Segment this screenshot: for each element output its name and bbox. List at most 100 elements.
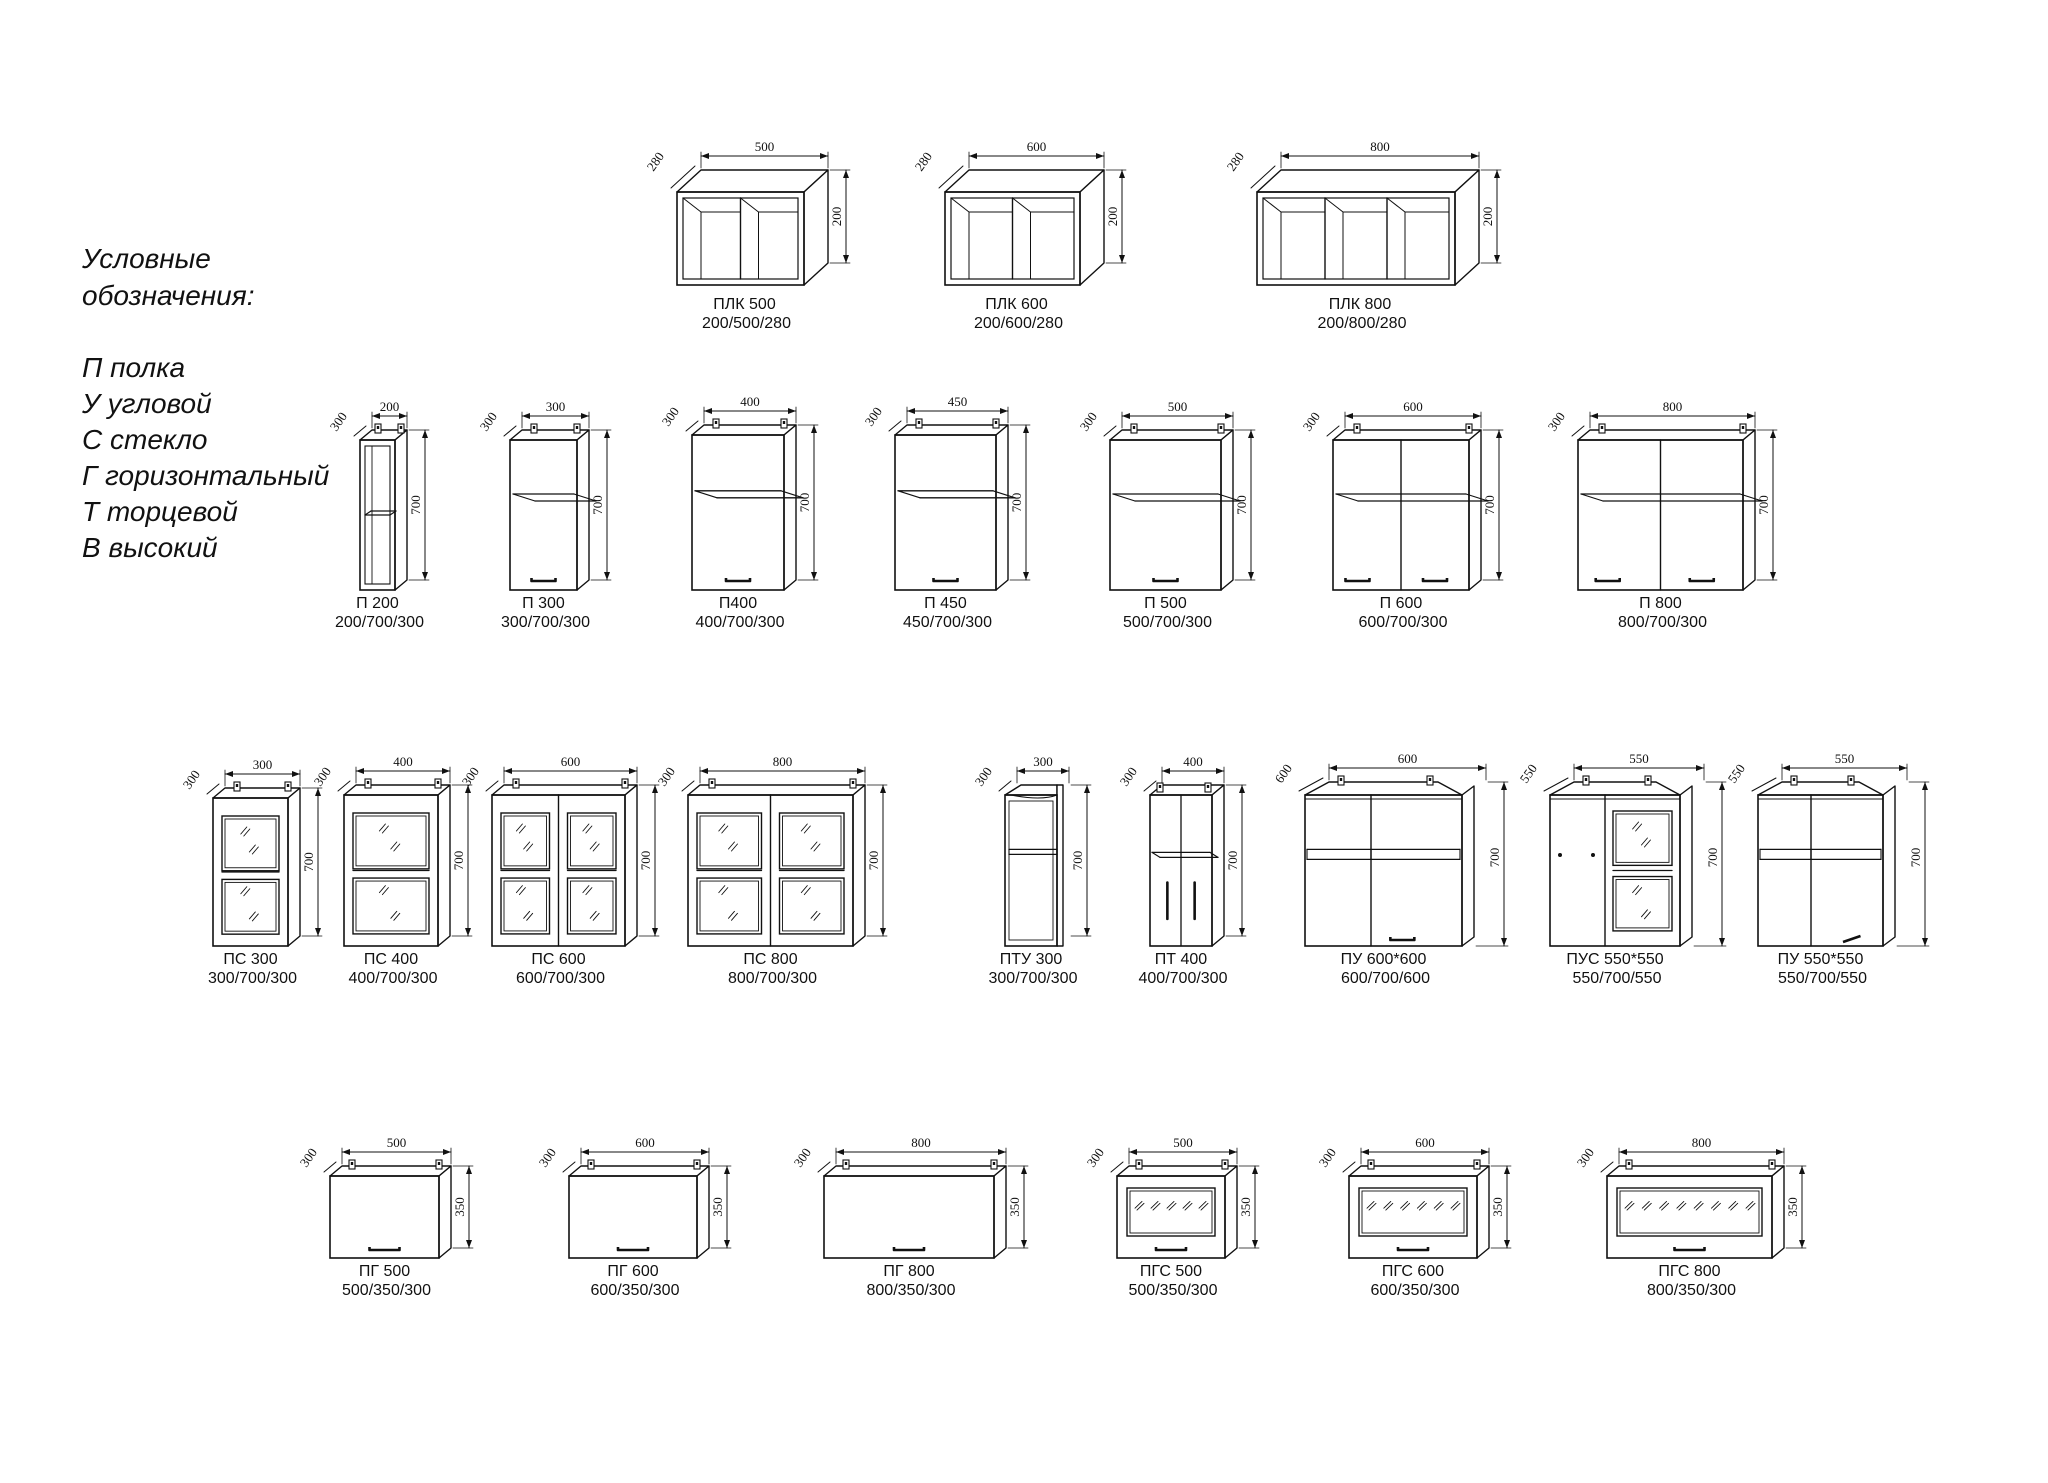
- width-dimension: 800: [911, 1135, 931, 1150]
- bracket-hole: [1137, 1162, 1141, 1165]
- dimension-arrow: [292, 771, 300, 777]
- dimension-arrow: [701, 1149, 709, 1155]
- dimension-arrow: [465, 785, 471, 793]
- bracket-hole: [695, 1162, 699, 1165]
- side-face: [783, 424, 797, 591]
- handle-icon: [530, 578, 557, 583]
- glass-reflection: [592, 843, 600, 852]
- dimension-arrow: [701, 153, 709, 159]
- glass-reflection: [515, 823, 523, 832]
- cabinet-size: 300/700/300: [208, 970, 297, 987]
- cabinet-size: 450/700/300: [903, 614, 992, 631]
- glass-pane: [778, 812, 845, 870]
- glass-pane: [352, 877, 430, 935]
- cabinet-code: ПТУ 300: [1000, 951, 1063, 968]
- cabinet-size: 500/700/300: [1123, 614, 1212, 631]
- dimension-line: [1571, 425, 1585, 437]
- dimension-line: [323, 1161, 337, 1173]
- dimension-arrow: [629, 768, 637, 774]
- front-face: [1757, 794, 1884, 947]
- top-face: [944, 169, 1105, 193]
- width-dimension: 600: [1027, 139, 1047, 154]
- shelf-line: [1335, 493, 1359, 502]
- cabinet-size: 500/350/300: [1129, 1282, 1218, 1299]
- depth-dimension: 300: [1117, 764, 1140, 789]
- dimension-arrow: [1776, 1149, 1784, 1155]
- cabinet-size: 800/350/300: [867, 1282, 956, 1299]
- cabinet-code: ПЛК 600: [985, 296, 1048, 313]
- glass-reflection: [1747, 1202, 1756, 1211]
- glass-reflection: [803, 887, 811, 896]
- top-face: [1004, 784, 1058, 796]
- bracket-hole: [1627, 1162, 1631, 1165]
- glass-reflection: [803, 825, 811, 834]
- dimension-arrow: [700, 768, 708, 774]
- glass-pane: [566, 812, 617, 870]
- bracket-hole: [366, 781, 370, 784]
- dimension-arrow: [1021, 1240, 1027, 1248]
- handle-icon: [1396, 1247, 1430, 1252]
- depth-dimension: 300: [1300, 409, 1323, 434]
- glass-reflection: [718, 885, 726, 894]
- cabinet-code: ПС 300: [223, 951, 277, 968]
- cabinet-code: ПГС 800: [1658, 1263, 1720, 1280]
- glass-reflection: [515, 885, 523, 894]
- front-face: [1116, 1175, 1226, 1259]
- side-face: [852, 784, 866, 947]
- dimension-arrow: [1239, 928, 1245, 936]
- glass-reflection: [1385, 1202, 1394, 1211]
- front-face: [1348, 1175, 1478, 1259]
- top-face: [676, 169, 829, 193]
- height-dimension: 700: [1756, 495, 1771, 515]
- bracket-hole: [710, 781, 714, 784]
- top-face: [343, 784, 451, 796]
- top-face: [1109, 429, 1234, 441]
- dimension-arrow: [1471, 153, 1479, 159]
- bracket-hole: [514, 781, 518, 784]
- front-face: [359, 439, 396, 591]
- dimension-arrow: [1252, 1240, 1258, 1248]
- bracket-hole: [1584, 778, 1588, 781]
- height-dimension: 700: [797, 493, 812, 513]
- depth-dimension: 300: [180, 767, 203, 792]
- cabinet-code: ПУ 550*550: [1778, 951, 1864, 968]
- bracket-hole: [436, 781, 440, 784]
- shelf-line: [1209, 851, 1219, 858]
- height-dimension: 200: [1480, 207, 1495, 227]
- dimension-arrow: [1216, 768, 1224, 774]
- height-dimension: 700: [590, 495, 605, 515]
- dimension-arrow: [1574, 765, 1582, 771]
- side-face: [576, 429, 590, 591]
- dimension-arrow: [1770, 572, 1776, 580]
- bracket-hole: [235, 784, 239, 787]
- depth-dimension: 300: [297, 1145, 320, 1170]
- dimension-arrow: [604, 430, 610, 438]
- shelf-line: [512, 493, 536, 502]
- dimension-arrow: [315, 928, 321, 936]
- dimension-arrow: [1281, 153, 1289, 159]
- dimension-line: [503, 425, 517, 437]
- cabinet-code: П 600: [1380, 595, 1423, 612]
- dimension-arrow: [1719, 782, 1725, 790]
- front-face: [894, 434, 997, 591]
- dimension-arrow: [422, 430, 428, 438]
- width-dimension: 300: [546, 399, 566, 414]
- dimension-arrow: [1119, 170, 1125, 178]
- shelf-line: [389, 510, 397, 516]
- handle-icon: [1421, 578, 1449, 583]
- handle-icon: [1688, 578, 1716, 583]
- legend-item-glass: С стекло: [82, 424, 208, 455]
- dimension-arrow: [581, 413, 589, 419]
- depth-dimension: 300: [1084, 1145, 1107, 1170]
- cabinet-code: ПГС 500: [1140, 1263, 1202, 1280]
- bracket-hole: [1475, 1162, 1479, 1165]
- glass-reflection: [248, 911, 256, 920]
- bracket-hole: [782, 421, 786, 424]
- width-dimension: 550: [1629, 751, 1649, 766]
- glass-reflection: [1659, 1200, 1668, 1209]
- handle-icon: [892, 1247, 926, 1252]
